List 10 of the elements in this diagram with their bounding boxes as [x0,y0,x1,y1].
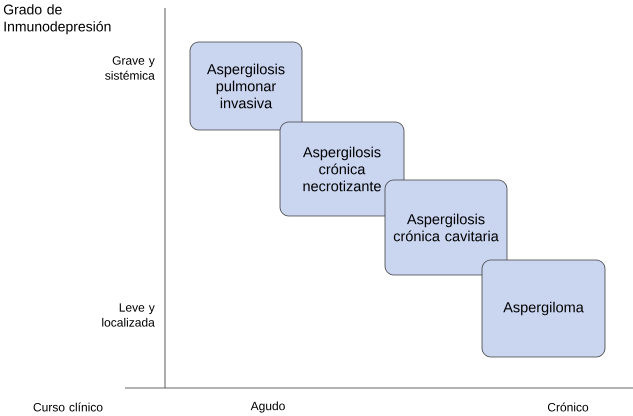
axis-label: Curso clínico [34,402,102,412]
axis-label: Grave y sistémica [105,56,155,80]
axis-label: Leve y localizada [102,303,155,327]
process-box: Aspergiloma [482,260,606,358]
process-box: Aspergilosis crónica cavitaria [384,180,508,276]
axis-label: Crónico [548,402,588,412]
process-box: Aspergilosis crónica necrotizante [280,122,404,216]
process-box: Aspergilosis pulmonar invasiva [190,42,302,130]
axis-label: Grado de Inmunodepresión [4,4,110,34]
axis-label: Agudo [250,401,285,413]
